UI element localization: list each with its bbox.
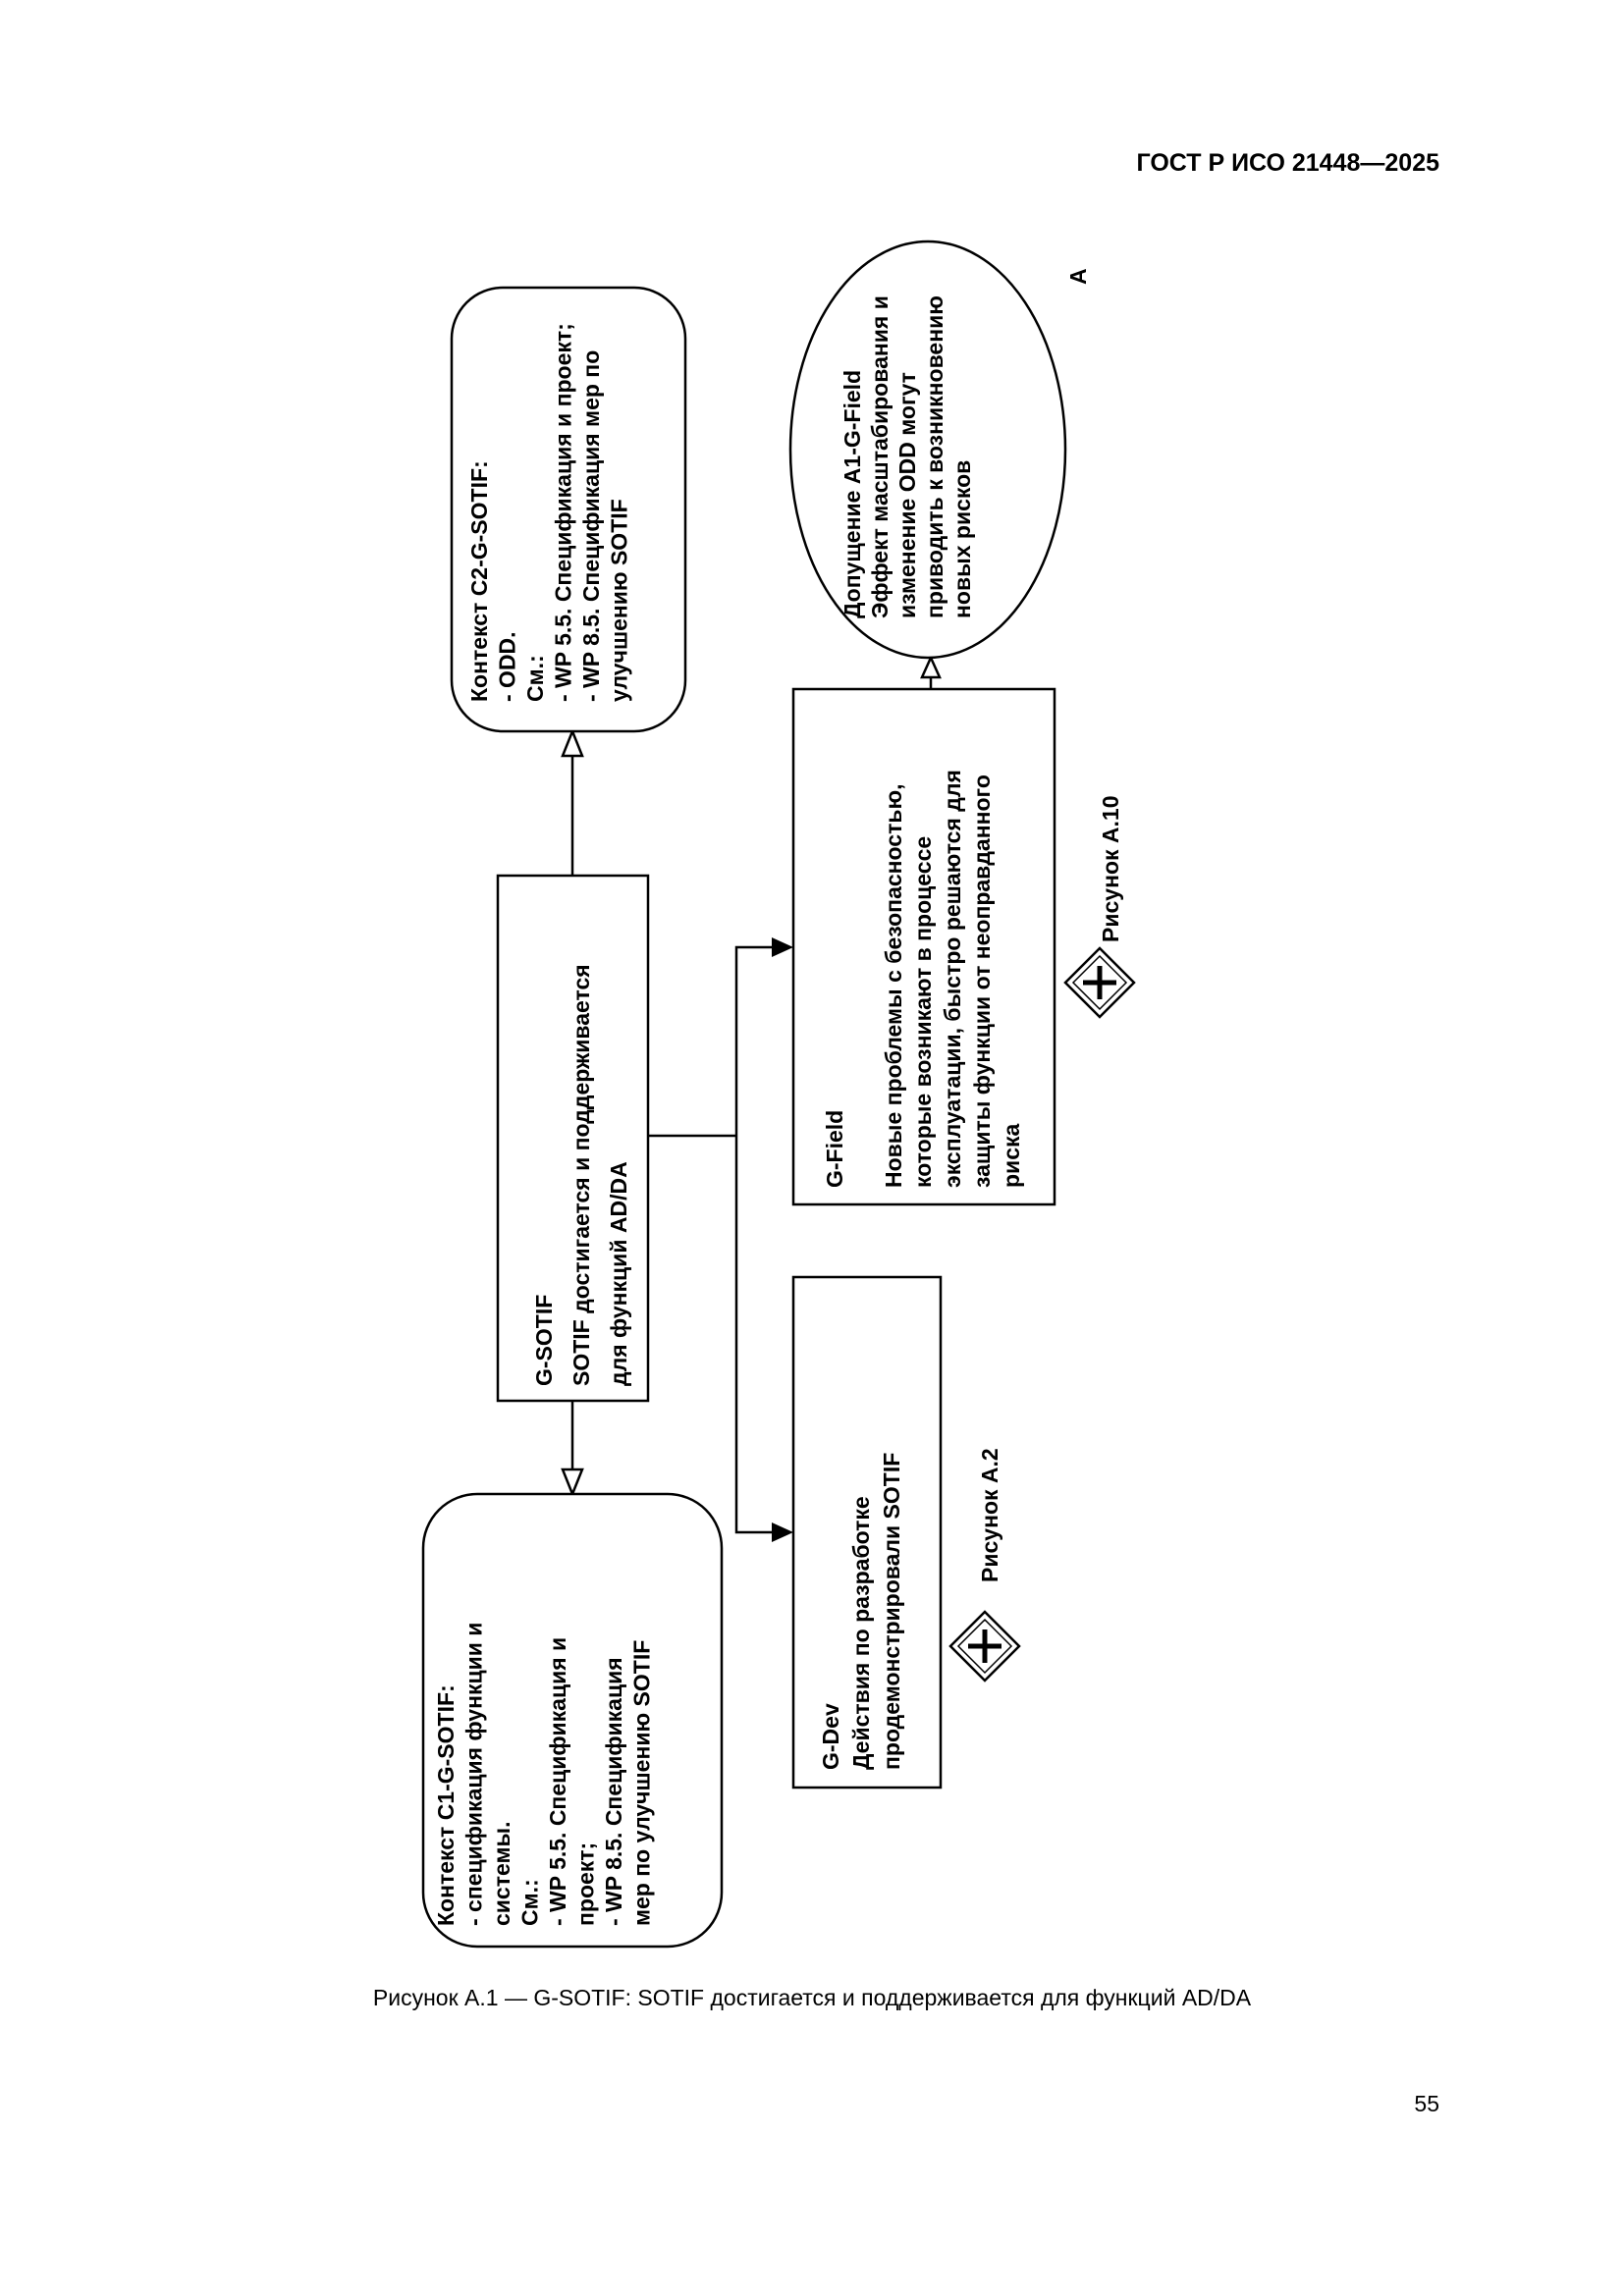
node-text-line: Эффект масштабирования и [867, 295, 893, 618]
figure-caption: Рисунок А.1 — G-SOTIF: SOTIF достигается… [372, 1985, 1252, 2010]
goal-sotif-box [496, 874, 650, 1403]
node-text-line: изменение ODD могут [894, 372, 920, 618]
node-text-line: улучшению SOTIF [607, 499, 632, 702]
node-text-line: продемонстрировали SOTIF [879, 1453, 904, 1770]
goal-field-box [791, 687, 1056, 1206]
assumption-a1-ellipse [788, 240, 1067, 660]
goal-dev-box [791, 1275, 943, 1789]
node-text-line: G-SOTIF [531, 1295, 557, 1386]
document-header: ГОСТ Р ИСО 21448—2025 [1136, 149, 1439, 177]
arrowhead-context-c1 [561, 1468, 584, 1498]
ref-figure-a10: Рисунок А.10 [1098, 796, 1123, 943]
node-text-line: системы. [489, 1821, 514, 1926]
node-text-line: См.: [517, 1879, 543, 1926]
node-text-line: SOTIF достигается и поддерживается [568, 964, 594, 1386]
node-text-line: Допущение A1-G-Field [839, 370, 865, 618]
node-text-line: которые возникают в процессе [910, 836, 936, 1188]
node-text-line: мер по улучшению SOTIF [629, 1640, 655, 1926]
undeveloped-diamond-field [1063, 946, 1136, 1019]
node-text-line: - WP 5.5. Спецификация и [545, 1637, 570, 1926]
node-text-line: - ODD. [495, 631, 520, 702]
context-c2-box [450, 286, 687, 733]
connector-goal-to-subgoals [648, 945, 776, 1534]
node-text-line: См.: [522, 655, 548, 702]
goal-sotif-text: G-SOTIF SOTIF достигается и поддерживаетс… [531, 964, 631, 1386]
page-number: 55 [1414, 2091, 1439, 2116]
node-text-line: приводить к возникновению [922, 295, 947, 618]
arrowhead-goal-dev [772, 1522, 793, 1542]
node-text-line: Контекст C1-G-SOTIF: [433, 1684, 459, 1926]
context-c1-box [421, 1492, 724, 1949]
node-text-line: новых рисков [949, 460, 975, 618]
node-text-line: - WP 8.5. Спецификация мер по [578, 350, 604, 702]
context-c1-text: Контекст C1-G-SOTIF: - спецификация функ… [433, 1623, 655, 1926]
arrowhead-context-c2 [561, 727, 584, 758]
undeveloped-diamond-dev [948, 1610, 1021, 1682]
node-text-line: G-Dev [818, 1703, 843, 1770]
node-text-line: - WP 5.5. Спецификация и проект; [551, 323, 576, 702]
node-text-line: - WP 8.5. Спецификация [601, 1657, 626, 1926]
goal-field-text: G-Field Новые проблемы с безопасностью,ко… [822, 770, 1024, 1188]
assumption-marker: A [1065, 268, 1091, 285]
node-text-line: защиты функции от неоправданного [969, 774, 995, 1188]
node-text-line: риска [999, 1124, 1024, 1188]
arrowhead-goal-field [772, 937, 793, 957]
node-text-line: Контекст C2-G-SOTIF: [466, 460, 492, 702]
node-text-line: Новые проблемы с безопасностью, [881, 783, 906, 1188]
node-text-line: - спецификация функции и [461, 1623, 487, 1926]
node-text-line: эксплуатации, быстро решаются для [940, 770, 965, 1188]
node-text-line: Действия по разработке [848, 1496, 874, 1770]
node-text-line: G-Field [822, 1110, 847, 1188]
node-text-line: для функций AD/DA [606, 1161, 631, 1386]
context-c2-text: Контекст C2-G-SOTIF: - ODD.См.: - WP 5.5… [466, 323, 632, 702]
node-text-line: проект; [573, 1842, 599, 1926]
arrowhead-assumption [920, 654, 942, 679]
ref-figure-a2: Рисунок А.2 [977, 1448, 1002, 1582]
